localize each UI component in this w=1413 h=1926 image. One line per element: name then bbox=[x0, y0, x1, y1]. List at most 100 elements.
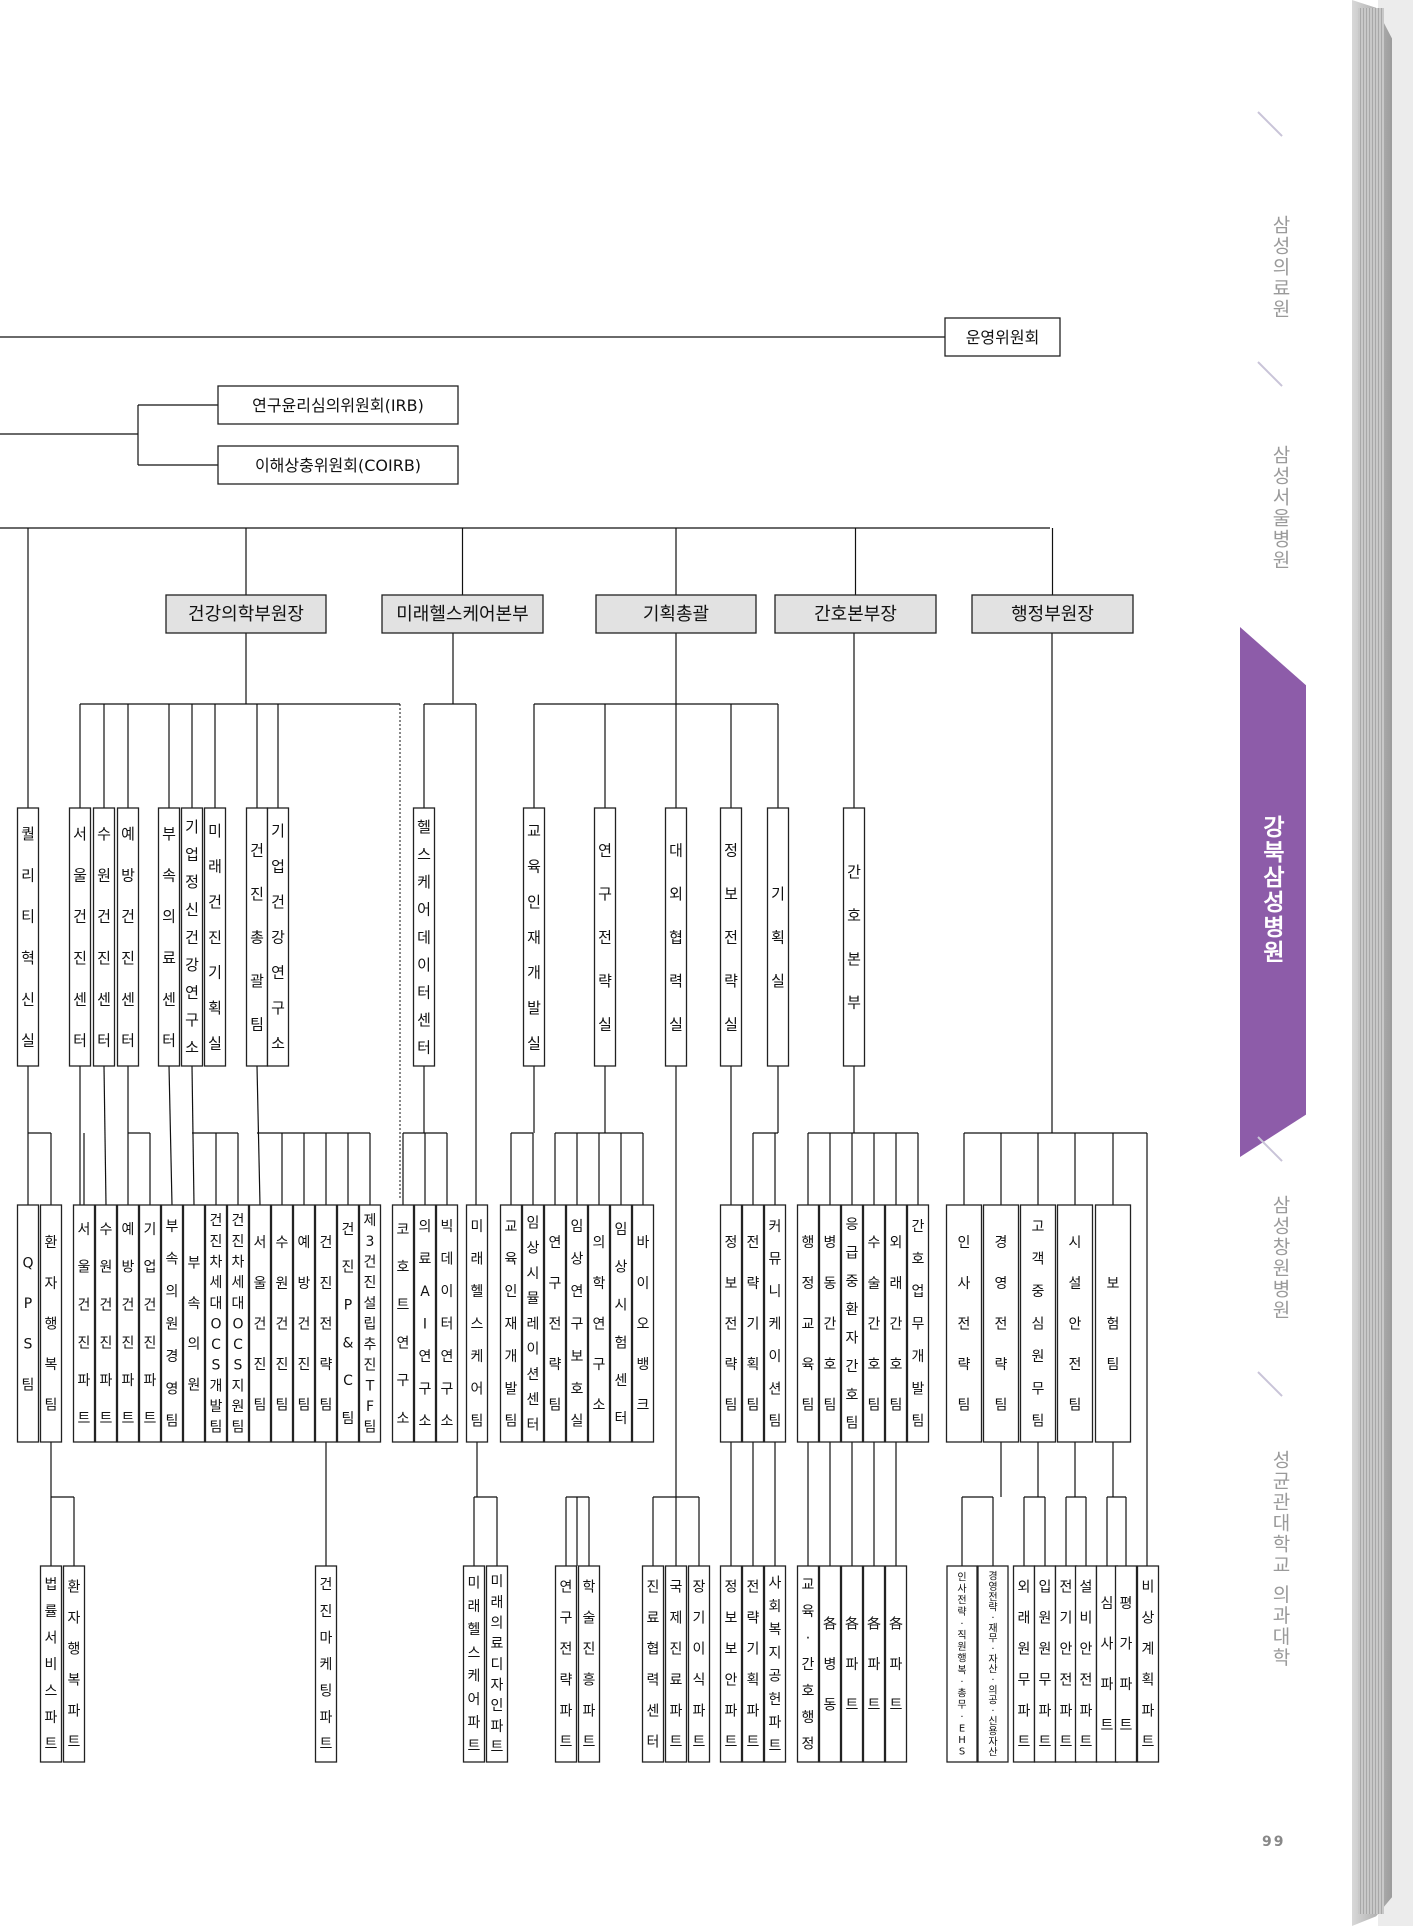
team-3-char: 원 bbox=[100, 1260, 113, 1276]
org-chart: 운영위원회연구윤리심의위원회(IRB)이해상충위원회(COIRB)건강의학부원장… bbox=[0, 317, 1160, 1763]
team-3-char: 파 bbox=[100, 1373, 113, 1389]
unit-7-char: 팀 bbox=[250, 1015, 264, 1033]
team-32-char: 자 bbox=[846, 1331, 859, 1347]
team-8-char: 건 bbox=[210, 1213, 223, 1229]
team-19-char: 스 bbox=[471, 1316, 484, 1332]
team-38-char: 심 bbox=[1032, 1316, 1045, 1332]
team-38-char: 객 bbox=[1032, 1252, 1045, 1268]
team-9-char: O bbox=[232, 1316, 243, 1332]
team-2-char: 파 bbox=[78, 1373, 91, 1389]
team-29-char: 커 bbox=[769, 1219, 782, 1235]
part-18-char: 사 bbox=[957, 1583, 966, 1595]
team-0-char: P bbox=[24, 1296, 32, 1312]
team-16-char: 트 bbox=[397, 1297, 410, 1313]
unit-13-char: 략 bbox=[724, 972, 738, 990]
team-26-char: 바 bbox=[637, 1235, 650, 1251]
part-19-char: 무 bbox=[988, 1634, 997, 1645]
team-16-char: 소 bbox=[397, 1411, 410, 1427]
team-17-char: 료 bbox=[419, 1252, 432, 1268]
part-13-char: 호 bbox=[802, 1683, 815, 1699]
part-7-char: 터 bbox=[647, 1734, 660, 1750]
team-30-char: 교 bbox=[802, 1316, 815, 1332]
team-25-char: 터 bbox=[615, 1411, 628, 1427]
unit-8-char: 연 bbox=[271, 964, 285, 982]
team-29-char: 이 bbox=[769, 1349, 782, 1365]
team-8-char: O bbox=[210, 1316, 221, 1332]
team-22-char: 전 bbox=[549, 1316, 562, 1332]
side-tab-0[interactable]: 삼성의료원 bbox=[1269, 215, 1291, 320]
team-26-char: 뱅 bbox=[637, 1357, 650, 1373]
part-3-char: 어 bbox=[468, 1692, 481, 1708]
part-15-char: 파 bbox=[846, 1657, 859, 1673]
part-4-char: 인 bbox=[491, 1698, 504, 1714]
committee-irb: 연구윤리심의위원회(IRB) bbox=[217, 385, 459, 425]
part-3-char: 미 bbox=[468, 1576, 481, 1592]
side-tab-1[interactable]: 삼성서울병원 bbox=[1269, 445, 1291, 571]
unit-3-char: 센 bbox=[121, 990, 135, 1008]
part-11-char: 기 bbox=[747, 1641, 760, 1657]
part-7-char: 료 bbox=[647, 1610, 660, 1626]
part-0-char: 스 bbox=[45, 1683, 58, 1699]
part-13-char: 간 bbox=[802, 1657, 815, 1673]
division-future-healthcare-label: 미래헬스케어본부 bbox=[396, 604, 528, 625]
team-20-char: 재 bbox=[505, 1316, 518, 1332]
team-2-char: 트 bbox=[78, 1411, 91, 1427]
team-7-char: 의 bbox=[188, 1337, 201, 1353]
committee-irb-label: 연구윤리심의위원회(IRB) bbox=[252, 396, 424, 415]
active-tab-marker[interactable] bbox=[1240, 627, 1306, 1157]
team-21-char: 센 bbox=[527, 1392, 540, 1408]
part-19-char: 용 bbox=[988, 1726, 997, 1738]
team-40-char: 보 bbox=[1107, 1276, 1120, 1292]
side-tab-4[interactable]: 성균관대학교 의과대학 bbox=[1269, 1450, 1291, 1669]
team-28-char: 전 bbox=[747, 1235, 760, 1251]
team-8-char: 팀 bbox=[210, 1420, 223, 1436]
team-25-char: 상 bbox=[615, 1260, 628, 1276]
team-11-char: 진 bbox=[276, 1357, 289, 1373]
part-16: 各파트 bbox=[862, 1565, 886, 1763]
team-18-char: 빅 bbox=[441, 1219, 454, 1235]
team-9-char: 진 bbox=[232, 1234, 245, 1250]
part-19-char: 의 bbox=[988, 1684, 997, 1696]
team-33-char: 술 bbox=[868, 1276, 881, 1292]
team-23-char: 호 bbox=[571, 1381, 584, 1397]
team-33-char: 수 bbox=[868, 1235, 881, 1251]
part-6-char: 트 bbox=[583, 1734, 596, 1750]
team-26-char: 크 bbox=[637, 1398, 650, 1414]
team-21-char: 터 bbox=[527, 1417, 540, 1433]
active-tab-label[interactable]: 강북삼성병원 bbox=[1258, 815, 1284, 965]
org-nodes: 운영위원회연구윤리심의위원회(IRB)이해상충위원회(COIRB)건강의학부원장… bbox=[16, 317, 1160, 1763]
part-8-char: 제 bbox=[670, 1610, 683, 1626]
connector-line bbox=[168, 1065, 173, 1206]
team-37-char: 경 bbox=[995, 1235, 1008, 1251]
team-21-char: 뮬 bbox=[527, 1291, 540, 1307]
team-36-char: 전 bbox=[958, 1316, 971, 1332]
division-health-medicine-label: 건강의학부원장 bbox=[188, 604, 304, 625]
part-3-char: 파 bbox=[468, 1715, 481, 1731]
part-25-char: 평 bbox=[1120, 1596, 1133, 1612]
team-18-char: 구 bbox=[441, 1381, 454, 1397]
connector-lines bbox=[0, 336, 1148, 1566]
team-16-char: 코 bbox=[397, 1222, 410, 1238]
team-24-char: 구 bbox=[593, 1357, 606, 1373]
part-13-char: · bbox=[806, 1630, 810, 1646]
unit-1-char: 센 bbox=[73, 990, 87, 1008]
unit-6-char: 건 bbox=[208, 893, 222, 911]
team-23-char: 구 bbox=[571, 1316, 584, 1332]
side-tab-3[interactable]: 삼성창원병원 bbox=[1269, 1195, 1291, 1321]
team-21-char: 상 bbox=[527, 1241, 540, 1257]
part-7-char: 협 bbox=[647, 1641, 660, 1657]
team-13-char: 건 bbox=[320, 1235, 333, 1251]
part-10-char: 트 bbox=[725, 1734, 738, 1750]
part-14-char: 各 bbox=[823, 1616, 837, 1632]
part-4-char: 료 bbox=[491, 1636, 504, 1652]
team-29-char: 뮤 bbox=[769, 1252, 782, 1268]
team-17-char: A bbox=[420, 1284, 430, 1300]
